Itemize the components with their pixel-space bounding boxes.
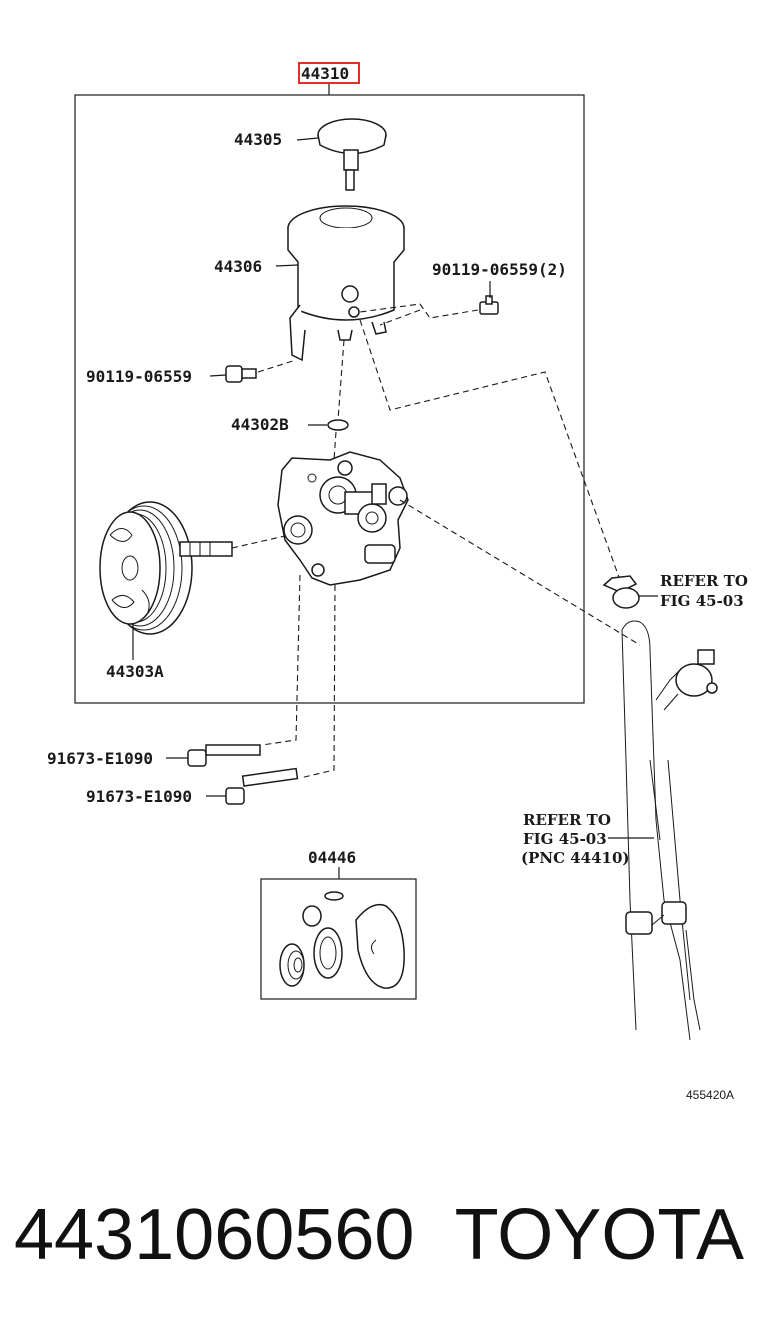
reservoir-tank-part[interactable] bbox=[287, 205, 405, 362]
label-refer-hose-2[interactable]: FIG 45-03 bbox=[523, 830, 607, 848]
label-refer-right-1[interactable]: REFER TO bbox=[660, 572, 748, 590]
label-bolt-reservoir-right[interactable]: 90119-06559(2) bbox=[432, 260, 567, 279]
label-reservoir[interactable]: 44306 bbox=[214, 257, 262, 276]
label-bolt-reservoir-left[interactable]: 90119-06559 bbox=[86, 367, 192, 386]
label-pulley[interactable]: 44303A bbox=[106, 662, 164, 681]
label-refer-hose-1[interactable]: REFER TO bbox=[523, 811, 611, 829]
label-refer-right-2[interactable]: FIG 45-03 bbox=[660, 592, 744, 610]
parts-diagram: 44310 44305 44306 90119-06559(2) 90119-0… bbox=[47, 62, 748, 1102]
part-number: 4431060560 bbox=[14, 1195, 415, 1275]
label-bolt-lower[interactable]: 91673-E1090 bbox=[86, 787, 192, 806]
footer: 4431060560 TOYOTA bbox=[0, 1180, 760, 1290]
assembly-highlight-box bbox=[298, 62, 360, 84]
hose-clamp-part[interactable] bbox=[602, 575, 640, 609]
brand-name: TOYOTA bbox=[454, 1195, 744, 1275]
label-cap[interactable]: 44305 bbox=[234, 130, 282, 149]
pressure-hose-part[interactable] bbox=[621, 620, 718, 1041]
reservoir-cap-part[interactable] bbox=[317, 118, 387, 191]
o-ring-part[interactable] bbox=[327, 419, 349, 431]
bolt-left-part[interactable] bbox=[225, 365, 257, 383]
label-bolt-upper[interactable]: 91673-E1090 bbox=[47, 749, 153, 768]
pulley-part[interactable] bbox=[99, 501, 233, 635]
bolt-right-part[interactable] bbox=[479, 295, 499, 315]
label-gasket-kit[interactable]: 04446 bbox=[308, 848, 356, 867]
pump-body-part[interactable] bbox=[277, 451, 409, 586]
bolt-upper-part[interactable] bbox=[187, 744, 261, 767]
figure-id: 455420A bbox=[686, 1088, 734, 1102]
bolt-lower-part[interactable] bbox=[225, 767, 299, 805]
gasket-kit-parts[interactable] bbox=[279, 891, 405, 989]
label-assembly[interactable]: 44310 bbox=[301, 64, 349, 83]
label-o-ring[interactable]: 44302B bbox=[231, 415, 289, 434]
label-refer-hose-3[interactable]: (PNC 44410) bbox=[521, 849, 630, 867]
gasket-kit-outline bbox=[260, 878, 417, 1000]
